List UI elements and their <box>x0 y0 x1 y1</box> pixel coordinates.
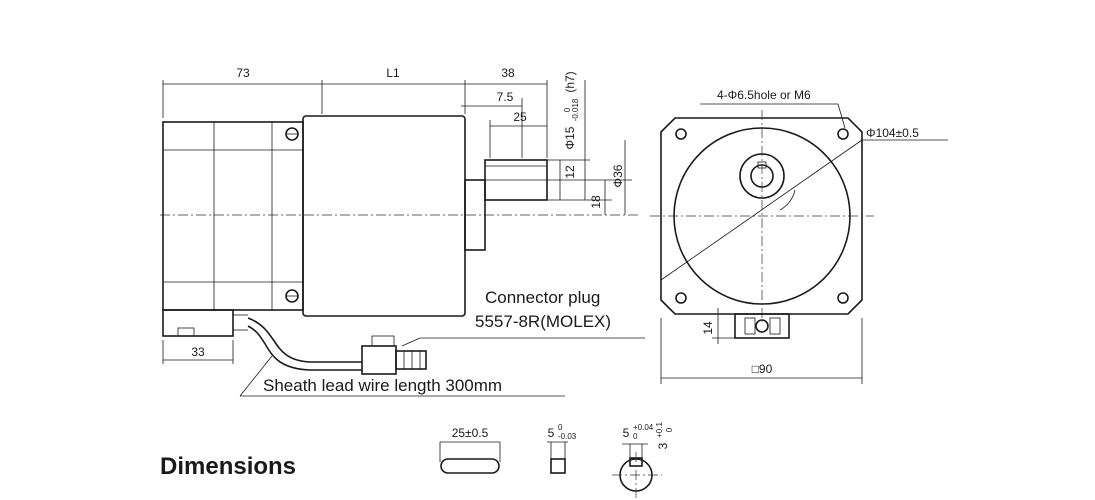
key-width-label: 5 <box>548 426 555 440</box>
terminal-box-front <box>734 313 790 339</box>
key-icon <box>440 458 500 474</box>
key-details: 25±0.5 5 0 -0.03 5 +0.04 0 3 +0.1 0 Dime… <box>160 422 674 498</box>
front-view: Φ104±0.5 4-Φ6.5hole or M6 14 □90 <box>650 88 948 384</box>
hole-spec-label: 4-Φ6.5hole or M6 <box>717 88 811 102</box>
dim-14: 14 <box>701 321 715 335</box>
connector-label-2: 5557-8R(MOLEX) <box>475 312 611 331</box>
dim-38: 38 <box>501 66 515 80</box>
gear-head <box>302 115 466 317</box>
pcd-label: Φ104±0.5 <box>866 126 919 140</box>
flange-outline <box>660 117 863 315</box>
dim-phi15-fit: (h7) <box>563 71 577 92</box>
dim-l1: L1 <box>386 66 400 80</box>
keyway-depth-tol-bottom: 0 <box>665 427 674 432</box>
page-title: Dimensions <box>160 453 296 480</box>
key-section-icon <box>550 458 566 474</box>
mount-hole-icon <box>837 128 849 140</box>
mount-hole-icon <box>837 292 849 304</box>
dim-33: 33 <box>191 345 205 359</box>
dim-7-5: 7.5 <box>497 90 514 104</box>
flange-size-label: □90 <box>752 362 773 376</box>
mount-hole-icon <box>675 292 687 304</box>
key-width-tol-top: 0 <box>558 423 563 432</box>
keyway-tol-bottom: 0 <box>633 432 638 441</box>
lead-wire <box>247 317 362 363</box>
key-width-tol-bottom: -0.03 <box>558 432 577 441</box>
dim-12: 12 <box>563 165 577 179</box>
dim-73: 73 <box>236 66 250 80</box>
connector-plug-icon <box>361 345 397 375</box>
keyway-depth-tol-top: +0.1 <box>655 422 664 438</box>
dim-25: 25 <box>513 110 527 124</box>
keyway-tol-top: +0.04 <box>633 423 654 432</box>
dim-phi36: Φ36 <box>611 164 625 187</box>
dim-phi15-tol-top: 0 <box>563 107 572 112</box>
mount-hole-icon <box>675 128 687 140</box>
dim-phi15: Φ15 <box>563 126 577 149</box>
key-length-label: 25±0.5 <box>452 426 489 440</box>
terminal-box <box>162 309 234 337</box>
lead-wire-label: Sheath lead wire length 300mm <box>263 376 502 395</box>
side-view: 73 L1 38 7.5 25 12 18 Φ36 Φ15 0 -0.018 (… <box>160 66 645 397</box>
connector-label-1: Connector plug <box>485 288 600 307</box>
keyway-depth-label: 3 <box>656 442 670 449</box>
dim-18: 18 <box>589 195 603 209</box>
keyway-width-label: 5 <box>623 426 630 440</box>
pilot-boss <box>464 179 486 251</box>
dim-phi15-tol-bottom: -0.018 <box>571 98 580 121</box>
